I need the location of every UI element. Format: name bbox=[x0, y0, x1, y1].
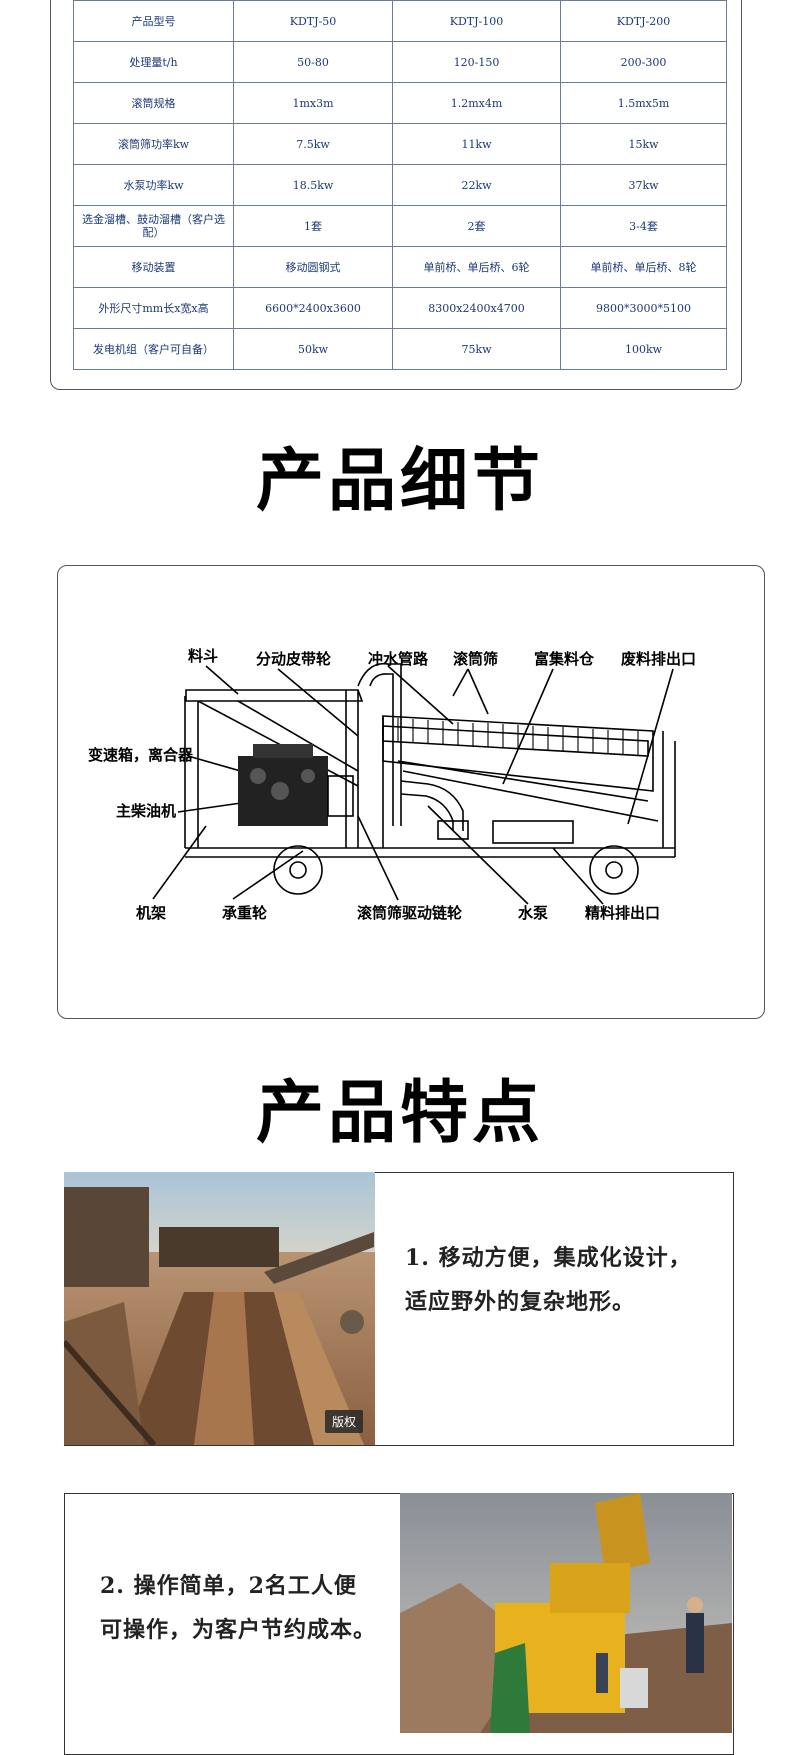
label-wheel: 承重轮 bbox=[222, 904, 267, 922]
spec-row-label: 水泵功率kw bbox=[73, 164, 234, 206]
spec-cell: 8300x2400x4700 bbox=[392, 287, 561, 329]
spec-cell: 22kw bbox=[392, 164, 561, 206]
feature-2-line-1: 2. 操作简单，2名工人便 bbox=[100, 1573, 357, 1599]
label-diesel: 主柴油机 bbox=[116, 802, 176, 820]
spec-cell: 200-300 bbox=[560, 41, 727, 83]
trommel-mesh bbox=[397, 718, 639, 755]
label-frame: 机架 bbox=[136, 904, 166, 922]
spec-cell: 1.5mx5m bbox=[560, 82, 727, 124]
spec-row-label: 滚筒规格 bbox=[73, 82, 234, 124]
spec-cell: 75kw bbox=[392, 328, 561, 370]
diagram-card: 料斗 分动皮带轮 冲水管路 滚筒筛 富集料仓 废料排出口 变速箱，离合器 主柴油… bbox=[57, 565, 765, 1019]
feature-photo-2 bbox=[400, 1493, 732, 1733]
spec-cell: 单前桥、单后桥、8轮 bbox=[560, 246, 727, 288]
label-chain-wheel: 滚筒筛驱动链轮 bbox=[357, 904, 462, 922]
feature-photo-1: 版权 bbox=[64, 1172, 375, 1445]
spec-cell: 120-150 bbox=[392, 41, 561, 83]
spec-row: 移动装置移动圆钢式单前桥、单后桥、6轮单前桥、单后桥、8轮 bbox=[73, 246, 727, 288]
spec-cell: KDTJ-100 bbox=[392, 0, 561, 42]
spec-cell: 50kw bbox=[233, 328, 393, 370]
label-trommel: 滚筒筛 bbox=[453, 650, 498, 668]
label-hopper: 料斗 bbox=[188, 647, 218, 665]
spec-card bbox=[50, 0, 742, 390]
spec-row-label: 选金溜槽、鼓动溜槽（客户选配） bbox=[73, 205, 234, 247]
spec-cell: 6600*2400x3600 bbox=[233, 287, 393, 329]
spec-cell: 11kw bbox=[392, 123, 561, 165]
machine-diagram: 料斗 分动皮带轮 冲水管路 滚筒筛 富集料仓 废料排出口 变速箱，离合器 主柴油… bbox=[88, 647, 696, 922]
spec-cell: 2套 bbox=[392, 205, 561, 247]
spec-cell: 1.2mx4m bbox=[392, 82, 561, 124]
spec-cell: 9800*3000*5100 bbox=[560, 287, 727, 329]
feature-2-line-2: 可操作，为客户节约成本。 bbox=[100, 1617, 377, 1643]
spec-cell: 50-80 bbox=[233, 41, 393, 83]
spec-cell: 3-4套 bbox=[560, 205, 727, 247]
spec-row-label: 滚筒筛功率kw bbox=[73, 123, 234, 165]
spec-cell: 1套 bbox=[233, 205, 393, 247]
feature-text-1: 1. 移动方便，集成化设计， 适应野外的复杂地形。 bbox=[405, 1236, 725, 1324]
feature-1-line-1: 1. 移动方便，集成化设计， bbox=[405, 1245, 692, 1271]
spec-cell: 7.5kw bbox=[233, 123, 393, 165]
label-pulley: 分动皮带轮 bbox=[256, 650, 331, 668]
spec-cell: KDTJ-50 bbox=[233, 0, 393, 42]
spec-cell: 18.5kw bbox=[233, 164, 393, 206]
spec-cell: 100kw bbox=[560, 328, 727, 370]
label-waste-outlet: 废料排出口 bbox=[621, 650, 696, 668]
spec-cell: 1mx3m bbox=[233, 82, 393, 124]
spec-cell: 移动圆钢式 bbox=[233, 246, 393, 288]
label-gearbox: 变速箱，离合器 bbox=[88, 746, 194, 764]
diesel-engine bbox=[238, 744, 354, 826]
spec-row-label: 产品型号 bbox=[73, 0, 234, 42]
spec-row-label: 处理量t/h bbox=[73, 41, 234, 83]
feature-text-2: 2. 操作简单，2名工人便 可操作，为客户节约成本。 bbox=[100, 1564, 400, 1652]
label-flush-pipe: 冲水管路 bbox=[368, 650, 429, 668]
features-heading: 产品特点 bbox=[255, 1073, 544, 1153]
spec-cell: 15kw bbox=[560, 123, 727, 165]
spec-cell: KDTJ-200 bbox=[560, 0, 727, 42]
label-fine-outlet: 精料排出口 bbox=[585, 904, 660, 922]
spec-cell: 单前桥、单后桥、6轮 bbox=[392, 246, 561, 288]
feature-1-line-2: 适应野外的复杂地形。 bbox=[405, 1289, 636, 1315]
spec-cell: 37kw bbox=[560, 164, 727, 206]
spec-row-label: 发电机组（客户可自备） bbox=[73, 328, 234, 370]
label-concentrate-bin: 富集料仓 bbox=[534, 650, 595, 668]
details-heading: 产品细节 bbox=[255, 441, 544, 521]
spec-row-label: 移动装置 bbox=[73, 246, 234, 288]
spec-row-label: 外形尺寸mm长x宽x高 bbox=[73, 287, 234, 329]
label-pump: 水泵 bbox=[518, 904, 548, 922]
copyright-badge: 版权 bbox=[324, 1410, 363, 1433]
